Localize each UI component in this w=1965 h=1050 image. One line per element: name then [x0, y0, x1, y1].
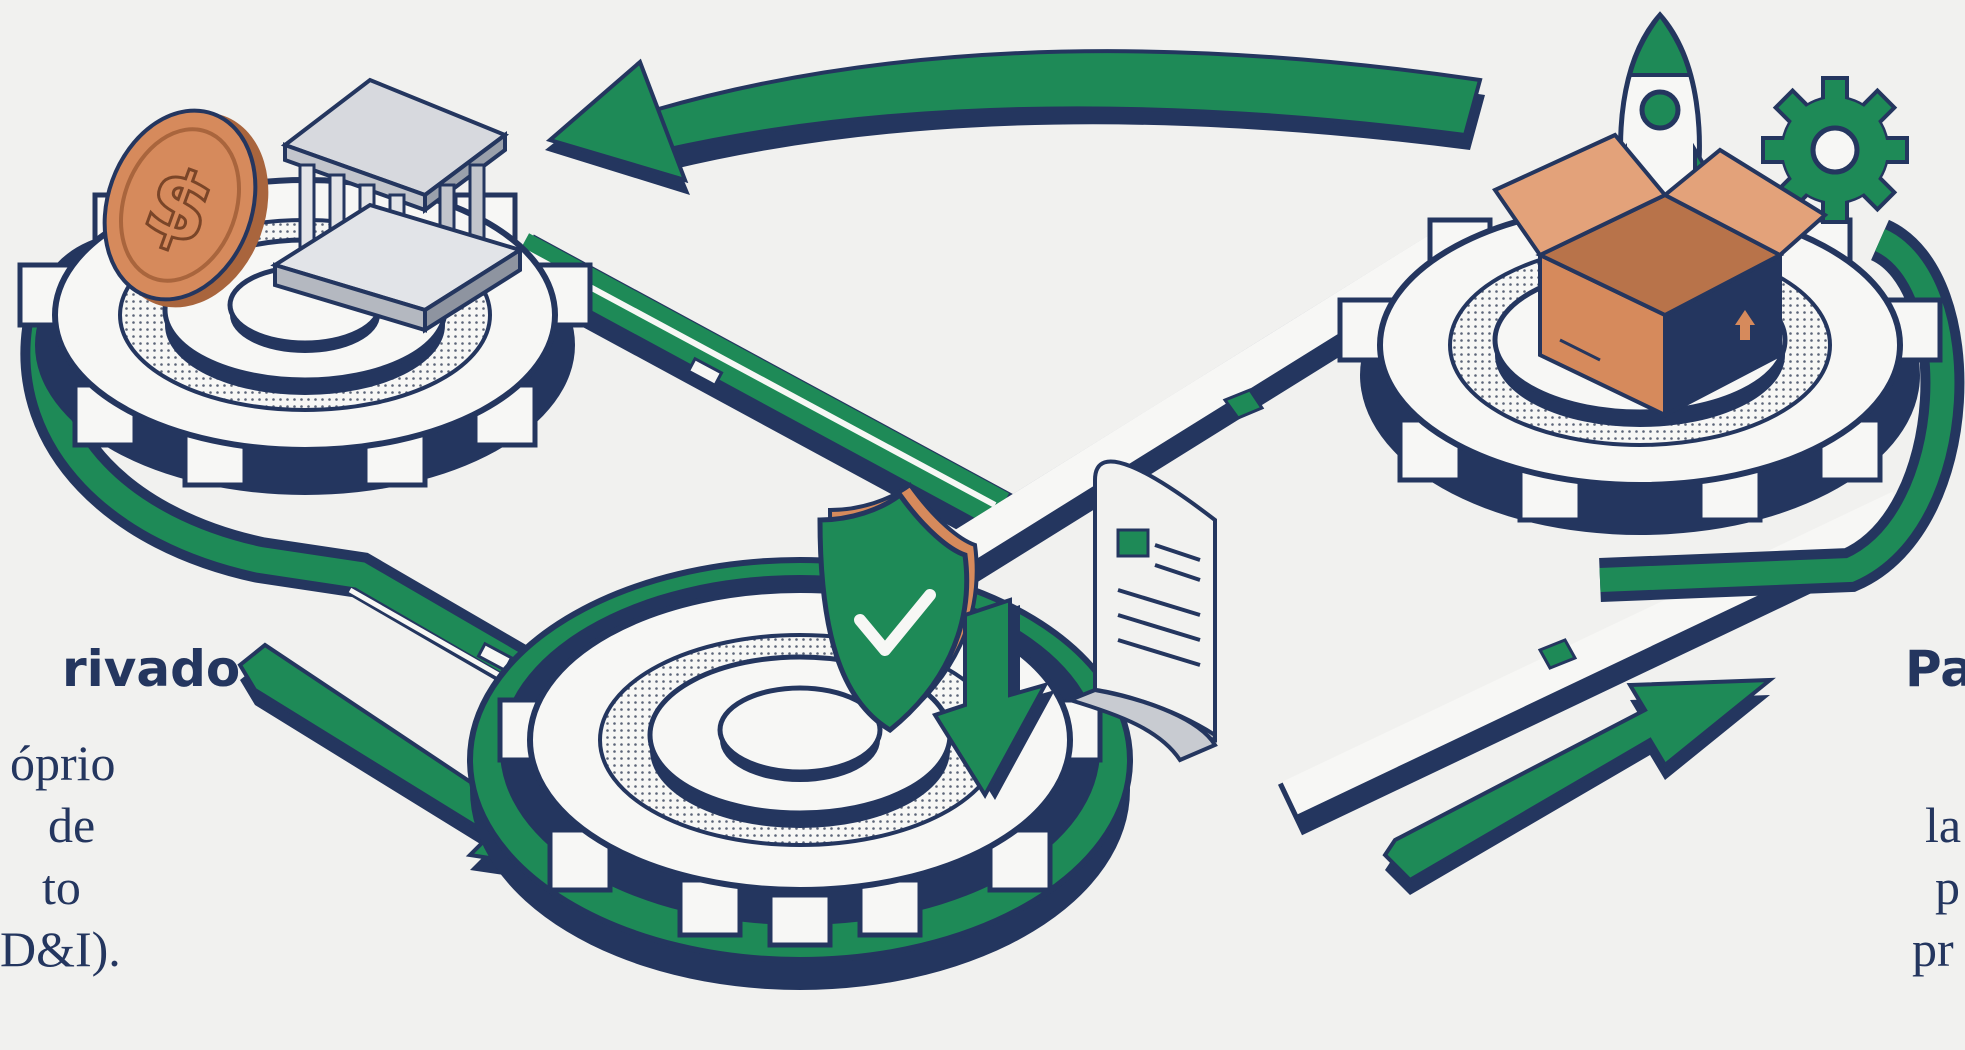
return-arrow-top — [545, 49, 1485, 195]
box-icon — [1491, 132, 1829, 419]
belt-track — [20, 219, 1965, 836]
left-caption-line: D&I). — [0, 921, 121, 977]
document-scroll-icon — [1063, 459, 1218, 763]
right-caption-line: la — [1925, 797, 1962, 853]
left-caption-line: de — [48, 797, 96, 853]
right-caption-title: Pa — [1905, 640, 1965, 698]
gear-center — [467, 557, 1133, 990]
shield-check-icon — [817, 482, 979, 734]
download-arrow-icon — [931, 597, 1055, 800]
flow-arrow-up-right — [1382, 677, 1776, 895]
right-caption-line: pr — [1912, 921, 1954, 977]
left-caption-line: óprio — [10, 735, 116, 791]
right-caption-line: p — [1935, 859, 1960, 915]
bank-building-icon — [270, 77, 525, 334]
left-caption-line: to — [42, 859, 81, 915]
left-caption-title: rivado — [62, 640, 241, 698]
coin-dollar-icon: $ — [102, 108, 269, 308]
